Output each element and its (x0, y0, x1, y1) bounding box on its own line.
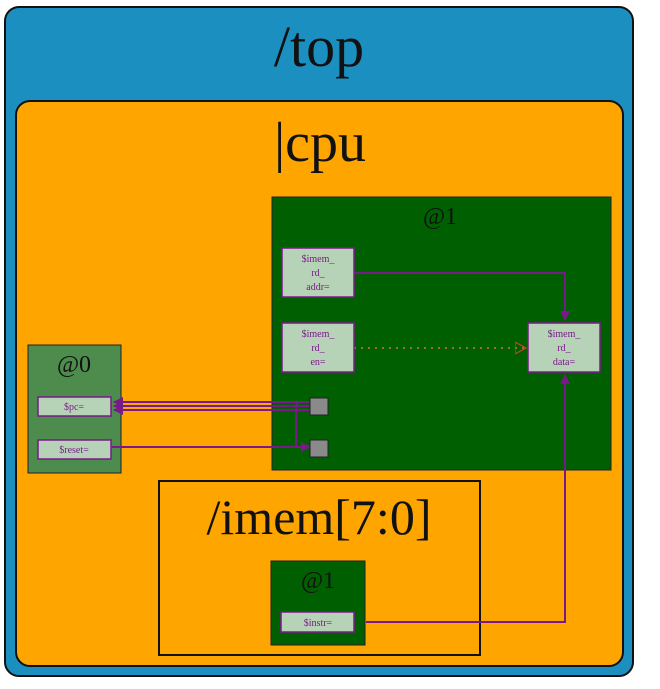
signal-imem-rd-addr-line-3: addr= (306, 282, 330, 293)
signal-imem-rd-addr-line-2: rd_ (311, 268, 325, 279)
signal-imem-rd-addr[interactable]: $imem_ rd_ addr= (281, 247, 355, 298)
signal-reset[interactable]: $reset= (37, 439, 112, 460)
signal-instr-label: $instr= (304, 618, 333, 629)
stage-0-label: @0 (57, 352, 91, 378)
wire-addr-to-data (354, 272, 570, 321)
signal-imem-rd-en-line-1: $imem_ (302, 329, 336, 340)
signal-imem-rd-addr-line-1: $imem_ (302, 254, 336, 265)
pc-port (309, 397, 329, 416)
stage-1-label: @1 (423, 204, 457, 230)
signal-imem-rd-data[interactable]: $imem_ rd_ data= (527, 322, 601, 373)
signal-imem-rd-data-line-2: rd_ (557, 343, 571, 354)
imem-scope-label: /imem[7:0] (207, 489, 432, 545)
signal-imem-rd-en-line-3: en= (310, 357, 325, 368)
signal-pc[interactable]: $pc= (37, 396, 112, 417)
wire-instr-to-data (366, 374, 570, 623)
reset-port (309, 439, 329, 458)
signal-pc-label: $pc= (64, 402, 84, 413)
signal-imem-rd-data-line-3: data= (553, 357, 576, 368)
signal-imem-rd-en[interactable]: $imem_ rd_ en= (281, 322, 355, 373)
cpu-scope-label: |cpu (274, 112, 366, 174)
signal-instr[interactable]: $instr= (280, 611, 355, 633)
signal-imem-rd-en-line-2: rd_ (311, 343, 325, 354)
signal-imem-rd-data-line-1: $imem_ (548, 329, 582, 340)
imem-stage-label: @1 (301, 568, 335, 594)
wire-pc-loop-hook (295, 401, 301, 408)
signal-reset-label: $reset= (59, 445, 89, 456)
top-scope-label: /top (274, 14, 364, 79)
